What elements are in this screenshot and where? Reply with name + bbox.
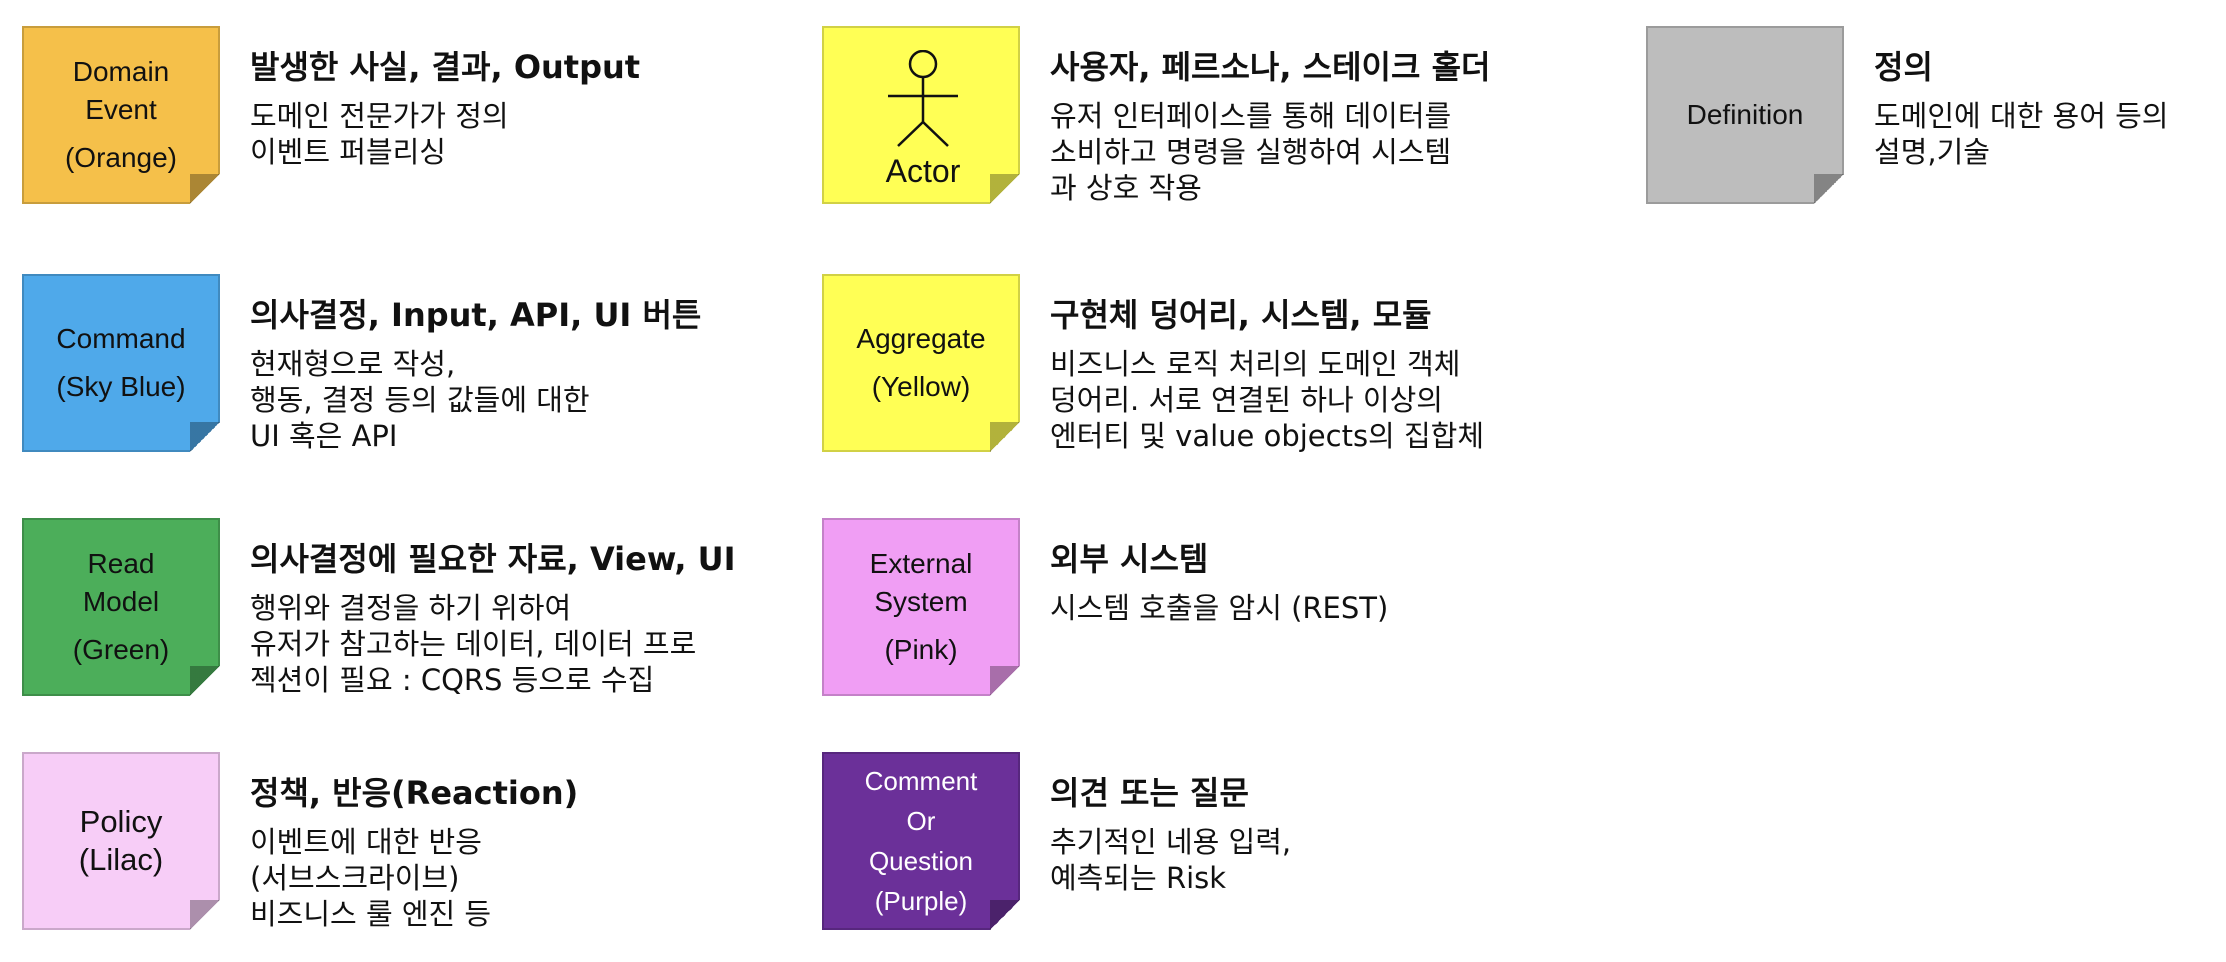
- legend-definition: Definition 정의 도메인에 대한 용어 등의 설명,기술: [1646, 26, 2216, 206]
- legend-description: 도메인 전문가가 정의 이벤트 퍼블리싱: [250, 98, 509, 170]
- sticky-color-label: (Orange): [64, 142, 178, 173]
- sticky-label: Definition: [1686, 99, 1804, 130]
- aggregate-sticky: Aggregate (Yellow): [822, 274, 1020, 452]
- desc-line: (서브스크라이브): [250, 861, 460, 895]
- legend-title: 정책, 반응(Reaction): [250, 774, 579, 812]
- sticky-label: Aggregate: [856, 323, 986, 354]
- legend-description: 도메인에 대한 용어 등의 설명,기술: [1874, 98, 2168, 170]
- sticky-label: Comment: [864, 766, 978, 796]
- sticky-label: Domain: [72, 56, 170, 87]
- legend-external-system: External System (Pink) 외부 시스템 시스템 호출을 암시…: [822, 518, 1582, 698]
- legend-comment: Comment Or Question (Purple) 의견 또는 질문 추기…: [822, 752, 1582, 932]
- legend-description: 시스템 호출을 암시 (REST): [1050, 590, 1388, 626]
- sticky-label: Event: [85, 94, 157, 125]
- legend-title: 외부 시스템: [1050, 540, 1209, 578]
- legend-title: 구현체 덩어리, 시스템, 모듈: [1050, 296, 1432, 334]
- folded-corner: [190, 422, 220, 452]
- legend-title: 정의: [1874, 48, 1933, 86]
- desc-line: 행위와 결정을 하기 위하여: [250, 591, 572, 625]
- folded-corner: [190, 900, 220, 930]
- folded-corner: [1814, 174, 1844, 204]
- legend-title: 사용자, 페르소나, 스테이크 홀더: [1050, 48, 1491, 86]
- actor-sticky: Actor: [822, 26, 1020, 204]
- sticky-color-label: (Purple): [874, 886, 968, 916]
- legend-title: 의사결정, Input, API, UI 버튼: [250, 296, 702, 334]
- sticky-label: Model: [82, 586, 160, 617]
- sticky-label: Or: [906, 806, 936, 836]
- sticky-label: Policy: [79, 804, 163, 839]
- desc-line: 도메인 전문가가 정의: [250, 99, 509, 133]
- legend-command: Command (Sky Blue) 의사결정, Input, API, UI …: [22, 274, 782, 454]
- desc-line: 유저가 참고하는 데이터, 데이터 프로: [250, 627, 697, 661]
- folded-corner: [190, 174, 220, 204]
- legend-title: 의견 또는 질문: [1050, 774, 1249, 812]
- sticky-label: Read: [87, 548, 155, 579]
- external-system-sticky: External System (Pink): [822, 518, 1020, 696]
- domain-event-sticky: Domain Event (Orange): [22, 26, 220, 204]
- desc-line: 현재형으로 작성,: [250, 347, 456, 381]
- desc-line: 도메인에 대한 용어 등의: [1874, 99, 2169, 133]
- legend-description: 이벤트에 대한 반응 (서브스크라이브) 비즈니스 룰 엔진 등: [250, 824, 491, 932]
- legend-description: 현재형으로 작성, 행동, 결정 등의 값들에 대한 UI 혹은 API: [250, 346, 590, 454]
- legend-title: 발생한 사실, 결과, Output: [250, 48, 641, 86]
- desc-line: 추기적인 네용 입력,: [1050, 825, 1292, 859]
- command-sticky: Command (Sky Blue): [22, 274, 220, 452]
- legend-read-model: Read Model (Green) 의사결정에 필요한 자료, View, U…: [22, 518, 782, 698]
- read-model-sticky: Read Model (Green): [22, 518, 220, 696]
- definition-sticky: Definition: [1646, 26, 1844, 204]
- desc-line: 설명,기술: [1874, 135, 1990, 169]
- sticky-label: Question: [868, 846, 974, 876]
- desc-line: 이벤트 퍼블리싱: [250, 135, 446, 169]
- legend-description: 추기적인 네용 입력, 예측되는 Risk: [1050, 824, 1291, 896]
- desc-line: 젝션이 필요 : CQRS 등으로 수집: [250, 663, 655, 697]
- folded-corner: [990, 422, 1020, 452]
- actor-label: Actor: [885, 153, 961, 189]
- legend-policy: Policy (Lilac) 정책, 반응(Reaction) 이벤트에 대한 …: [22, 752, 782, 932]
- desc-line: 소비하고 명령을 실행하여 시스템: [1050, 135, 1452, 169]
- desc-line: 행동, 결정 등의 값들에 대한: [250, 383, 590, 417]
- legend-description: 유저 인터페이스를 통해 데이터를 소비하고 명령을 실행하여 시스템 과 상호…: [1050, 98, 1451, 206]
- sticky-color-label: (Pink): [884, 634, 958, 665]
- desc-line: 덩어리. 서로 연결된 하나 이상의: [1050, 383, 1443, 417]
- comment-sticky: Comment Or Question (Purple): [822, 752, 1020, 930]
- desc-line: UI 혹은 API: [250, 419, 398, 453]
- legend-description: 행위와 결정을 하기 위하여 유저가 참고하는 데이터, 데이터 프로 젝션이 …: [250, 590, 696, 698]
- sticky-color-label: (Yellow): [871, 371, 971, 402]
- legend-actor: Actor 사용자, 페르소나, 스테이크 홀더 유저 인터페이스를 통해 데이…: [822, 26, 1582, 206]
- legend-title: 의사결정에 필요한 자료, View, UI: [250, 540, 736, 578]
- desc-line: 유저 인터페이스를 통해 데이터를: [1050, 99, 1452, 133]
- desc-line: 시스템 호출을 암시 (REST): [1050, 591, 1389, 625]
- sticky-color-label: (Green): [72, 634, 170, 665]
- policy-sticky: Policy (Lilac): [22, 752, 220, 930]
- desc-line: 비즈니스 로직 처리의 도메인 객체: [1050, 347, 1461, 381]
- folded-corner: [990, 666, 1020, 696]
- desc-line: 예측되는 Risk: [1050, 861, 1227, 895]
- desc-line: 엔터티 및 value objects의 집합체: [1050, 419, 1484, 453]
- sticky-label: External: [869, 548, 973, 579]
- desc-line: 과 상호 작용: [1050, 171, 1202, 205]
- legend-description: 비즈니스 로직 처리의 도메인 객체 덩어리. 서로 연결된 하나 이상의 엔터…: [1050, 346, 1484, 454]
- stick-figure-icon: [888, 50, 958, 147]
- folded-corner: [990, 174, 1020, 204]
- sticky-color-label: (Sky Blue): [56, 371, 186, 402]
- sticky-label: System: [874, 586, 968, 617]
- desc-line: 이벤트에 대한 반응: [250, 825, 482, 859]
- sticky-label: Command: [56, 323, 186, 354]
- folded-corner: [190, 666, 220, 696]
- sticky-color-label: (Lilac): [78, 842, 164, 877]
- legend-domain-event: Domain Event (Orange) 발생한 사실, 결과, Output…: [22, 26, 782, 206]
- folded-corner: [990, 900, 1020, 930]
- legend-aggregate: Aggregate (Yellow) 구현체 덩어리, 시스템, 모듈 비즈니스…: [822, 274, 1582, 454]
- desc-line: 비즈니스 룰 엔진 등: [250, 897, 492, 931]
